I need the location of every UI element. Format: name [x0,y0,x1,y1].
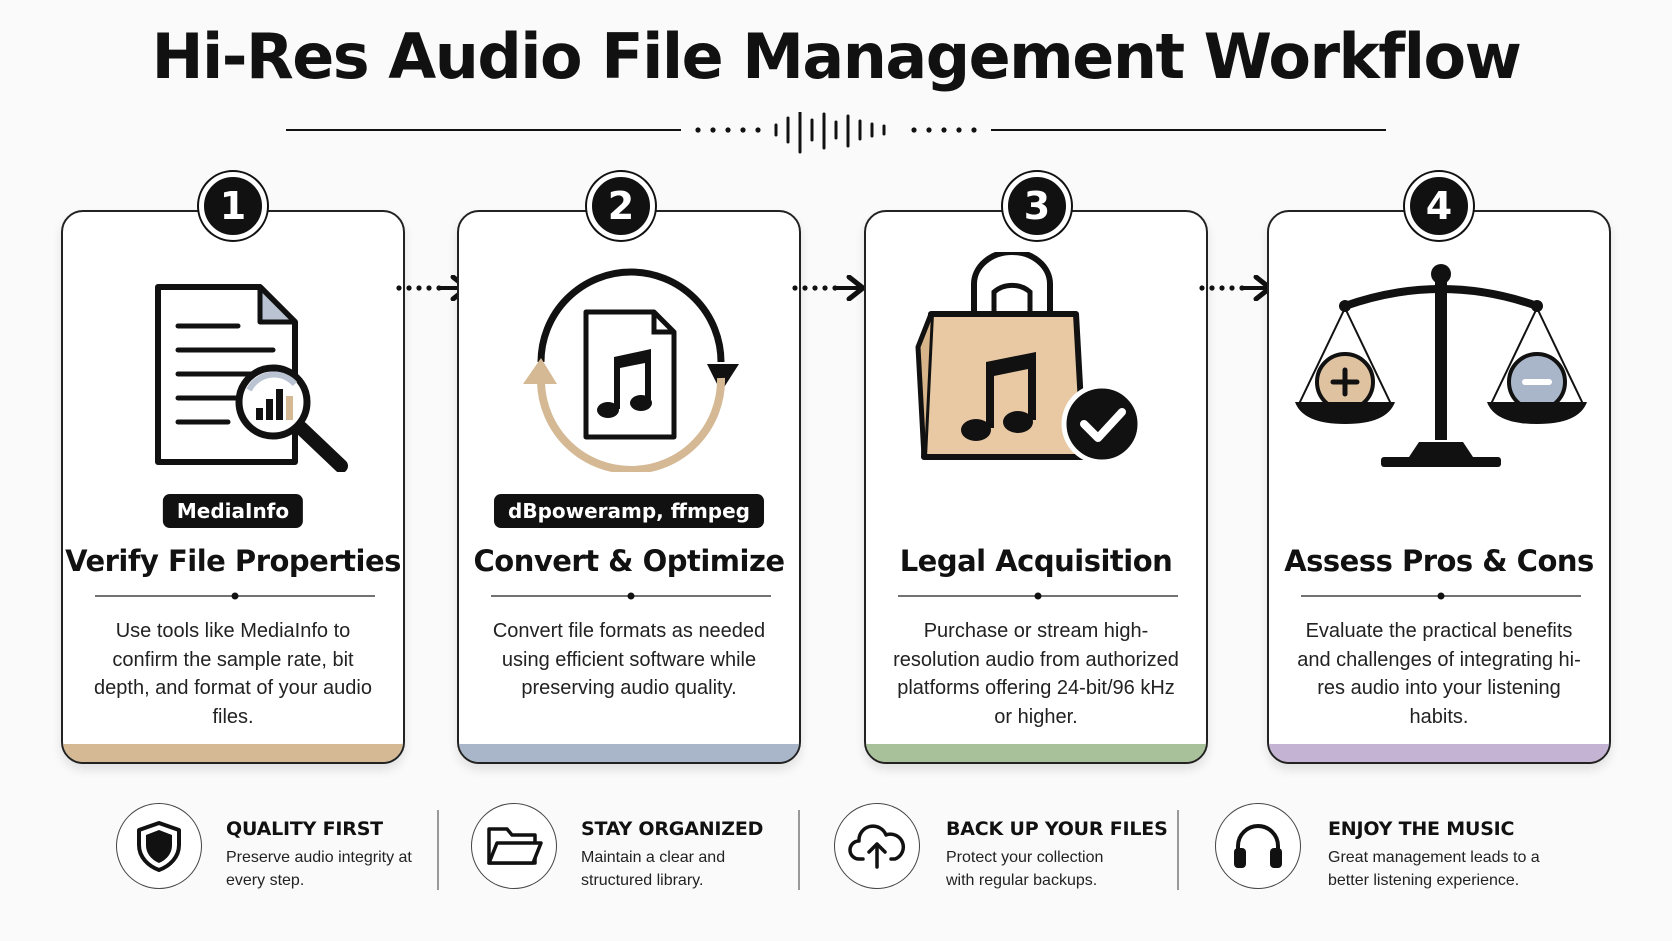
accent-strip [866,744,1206,762]
card-divider [95,592,375,600]
step-card-1: MediaInfo Verify File Properties Use too… [61,210,405,764]
shield-icon [116,803,202,889]
tool-label: dBpoweramp, ffmpeg [494,494,764,528]
step-card-4: Assess Pros & Cons Evaluate the practica… [1267,210,1611,764]
card-divider [491,592,771,600]
card-divider [898,592,1178,600]
step-description: Purchase or stream high-resolution audio… [893,620,1179,728]
title-divider-waveform [286,112,1386,154]
step-title: Verify File Properties [65,544,401,578]
tip-title: ENJOY THE MUSIC [1328,818,1515,840]
tips-separator [1177,810,1179,890]
step-number-badge-2: 2 [587,172,655,240]
document-magnifier-icon [155,284,348,472]
accent-strip [1269,744,1609,762]
step-card-3: Legal Acquisition Purchase or stream hig… [864,210,1208,764]
headphones-icon [1215,803,1301,889]
tip-title: STAY ORGANIZED [581,818,764,840]
step-number-badge-4: 4 [1405,172,1473,240]
accent-strip [63,744,403,762]
tips-separator [437,810,439,890]
flow-arrow-3-4 [1199,275,1273,301]
flow-arrow-2-3 [792,275,866,301]
step-number-badge-3: 3 [1003,172,1071,240]
tip-title: BACK UP YOUR FILES [946,818,1168,840]
card-divider [1301,592,1581,600]
step-title: Convert & Optimize [473,544,786,578]
step-title: Assess Pros & Cons [1284,544,1594,578]
convert-cycle-icon [523,268,739,472]
step-description: Evaluate the practical benefits and chal… [1297,620,1581,728]
step-description: Use tools like MediaInfo to confirm the … [94,620,372,728]
step-card-2: dBpoweramp, ffmpeg Convert & Optimize Co… [457,210,801,764]
balance-scale-icon [1295,264,1587,467]
step-title: Legal Acquisition [899,544,1173,578]
folder-icon [471,803,557,889]
cloud-upload-icon [834,803,920,889]
tip-description: Great management leads to a better liste… [1328,849,1540,889]
tips-separator [798,810,800,890]
shopping-bag-music-icon [915,252,1143,465]
tool-label: MediaInfo [162,494,304,528]
tip-description: Maintain a clear and structured library. [581,849,726,889]
tip-description: Protect your collection with regular bac… [946,849,1104,889]
page-title: Hi-Res Audio File Management Workflow [151,20,1522,93]
tips-row: QUALITY FIRST Preserve audio integrity a… [0,796,1672,896]
step-number-badge-1: 1 [199,172,267,240]
tip-description: Preserve audio integrity at every step. [226,849,412,889]
accent-strip [459,744,799,762]
step-description: Convert file formats as needed using eff… [492,620,766,699]
tip-title: QUALITY FIRST [226,818,383,840]
